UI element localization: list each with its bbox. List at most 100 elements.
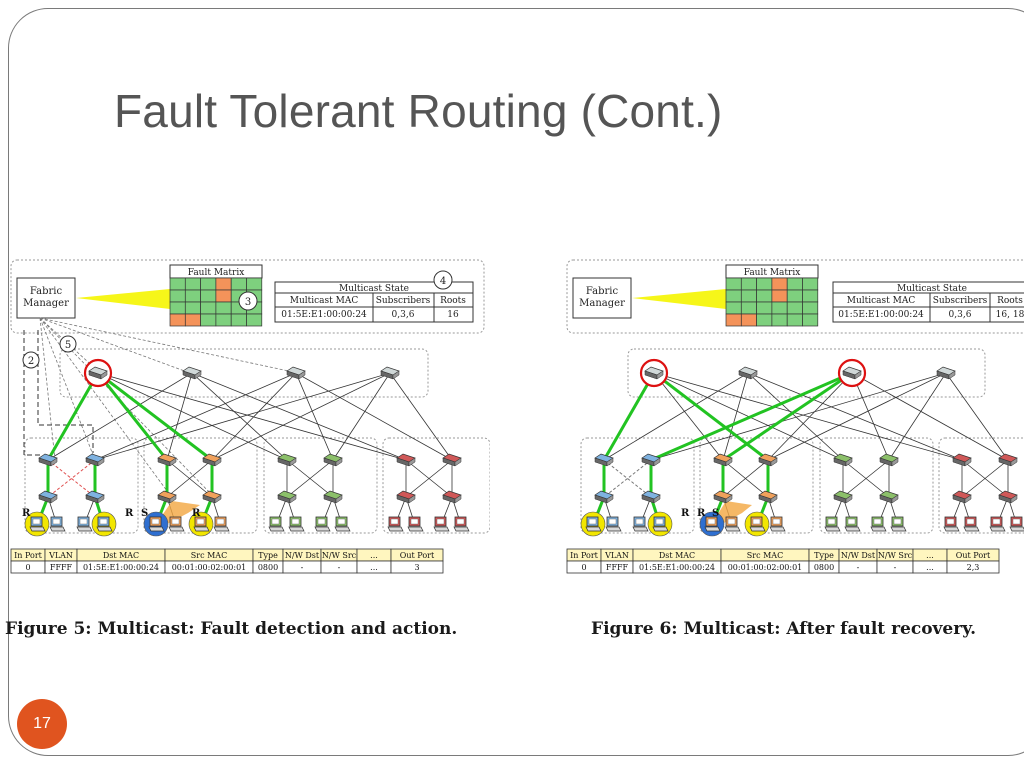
core-switch-3 (286, 366, 306, 380)
flow-header-text: N/W Src (322, 551, 357, 560)
flow-value-text: 00:01:00:02:00:01 (172, 563, 247, 572)
links (36, 372, 462, 526)
link (747, 372, 963, 461)
flow-value-text: 00:01:00:02:00:01 (728, 563, 803, 572)
edge-switch (277, 490, 297, 504)
ms-row-roots: 16 (447, 310, 459, 320)
link (650, 371, 853, 462)
flow-value-cell (390, 560, 444, 574)
control-plane-region (10, 259, 485, 334)
link (722, 459, 769, 498)
pod-region-1 (24, 437, 139, 534)
flow-value-text: - (894, 563, 897, 572)
link (747, 372, 844, 461)
host-role-label: R (22, 508, 31, 519)
fabric-manager-box (16, 277, 76, 319)
host (268, 516, 285, 532)
ok-cell (756, 277, 773, 291)
flow-header-text: In Port (14, 551, 43, 560)
figure-6-caption: Figure 6: Multicast: After fault recover… (591, 619, 977, 639)
ok-cell (230, 277, 247, 291)
ok-cell (771, 301, 788, 315)
flow-value-text: 0 (581, 563, 586, 572)
agg-switch (442, 453, 462, 467)
ok-cell (725, 289, 742, 303)
slide-frame (8, 8, 1024, 756)
flow-header-text: Dst MAC (659, 551, 695, 560)
agg-switch (594, 453, 614, 467)
link (332, 372, 391, 461)
host (652, 516, 669, 532)
edge-switch (833, 490, 853, 504)
flow-header-text: Src MAC (747, 551, 783, 560)
edge-switch (157, 490, 177, 504)
host (989, 516, 1006, 532)
agg-switch (396, 453, 416, 467)
host (76, 516, 93, 532)
ok-cell (740, 289, 757, 303)
ok-cell (786, 301, 803, 315)
svg-text:4: 4 (440, 276, 446, 287)
ms-row-subscribers: 0,3,6 (949, 310, 972, 320)
link (650, 372, 947, 461)
link (961, 459, 1009, 498)
host (407, 516, 424, 532)
figure-6-diagram: Fabric Manager Fault Matrix Multicast St… (566, 259, 1024, 574)
fault-cell (740, 313, 757, 327)
flow-value-text: 2,3 (967, 563, 980, 572)
host (213, 516, 230, 532)
ms-header-subscribers: Subscribers (933, 296, 988, 306)
link (97, 371, 213, 462)
host (334, 516, 351, 532)
host (453, 516, 470, 532)
ms-header-roots: Roots (997, 296, 1023, 306)
flow-value-text: FFFF (50, 563, 73, 572)
fault-matrix-title: Fault Matrix (188, 268, 245, 278)
flow-value-cell (946, 560, 1000, 574)
link (295, 372, 453, 461)
host-role-label: S (712, 508, 719, 519)
fault-matrix-beam (632, 289, 726, 309)
flow-value-text: 0800 (814, 563, 834, 572)
ok-cell (169, 277, 186, 291)
ok-cell (756, 289, 773, 303)
host-role-label: R (681, 508, 690, 519)
link (602, 372, 656, 461)
link (945, 372, 1009, 461)
host (605, 516, 622, 532)
control-path-2b (37, 330, 94, 453)
ms-row-roots: 16, 18 (996, 310, 1024, 320)
flow-header-text: N/W Dst (841, 551, 876, 560)
host (148, 516, 165, 532)
ok-cell (802, 313, 819, 327)
host (844, 516, 861, 532)
svg-text:3: 3 (245, 297, 251, 308)
flow-header-text: N/W Src (878, 551, 913, 560)
core-switch-4 (380, 366, 400, 380)
host (963, 516, 980, 532)
flow-header-text: ... (926, 551, 934, 560)
link (653, 372, 963, 461)
flow-header-text: ... (370, 551, 378, 560)
ok-cell (184, 277, 201, 291)
edge-switch (85, 490, 105, 504)
ok-cell (200, 277, 217, 291)
core-region (627, 348, 986, 398)
callout-2 (22, 351, 40, 369)
slide-title: Fault Tolerant Routing (Cont.) (114, 85, 723, 137)
ok-cell (771, 313, 788, 327)
link (767, 372, 853, 461)
fabric-manager-label-1: Fabric (30, 286, 63, 297)
edge-switch (442, 490, 462, 504)
ok-cell (215, 313, 232, 327)
edge-switch (758, 490, 778, 504)
fabric-manager-label-2: Manager (23, 298, 69, 309)
host (585, 516, 602, 532)
pod-region-3 (263, 437, 378, 534)
ok-cell (786, 277, 803, 291)
host (387, 516, 404, 532)
page-number-badge: 17 (17, 699, 67, 749)
edge-switch (879, 490, 899, 504)
flow-value-text: 0 (25, 563, 30, 572)
